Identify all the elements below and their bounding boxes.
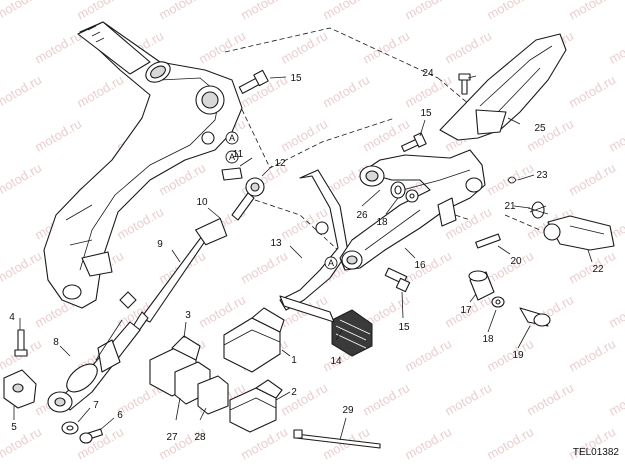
shift-lever-assembly: [3, 291, 141, 444]
watermark-text: motod.ru: [566, 0, 618, 23]
callout-8: 8: [53, 337, 59, 348]
watermark-text: motod.ru: [484, 424, 536, 463]
watermark-text: motod.ru: [566, 160, 618, 199]
callout-3: 3: [185, 310, 191, 321]
callout-27: 27: [166, 432, 178, 443]
callout-6: 6: [117, 410, 123, 421]
callout-13: 13: [270, 238, 282, 249]
callout-24: 24: [422, 68, 434, 79]
ref-marker-a-2: A: [229, 152, 235, 162]
callout-4: 4: [9, 312, 15, 323]
callout-23: 23: [536, 170, 548, 181]
footpeg-rubber: [331, 309, 373, 357]
watermark-text: motod.ru: [566, 336, 618, 375]
callout-7: 7: [93, 400, 99, 411]
shift-linkage: [131, 167, 265, 333]
callout-2: 2: [291, 387, 297, 398]
callout-18-upper: 18: [376, 217, 388, 228]
callout-19: 19: [512, 350, 524, 361]
callout-10: 10: [196, 197, 208, 208]
callout-15-upper: 15: [290, 73, 302, 84]
callout-11: 11: [233, 149, 244, 160]
watermark-text: motod.ru: [0, 72, 44, 111]
watermark-text: motod.ru: [484, 160, 536, 199]
spring-21: [507, 176, 549, 219]
watermark-text: motod.ru: [402, 0, 454, 23]
bolt-15-lower: [384, 267, 411, 293]
watermark-text: motod.ru: [196, 28, 248, 67]
watermark-text: motod.ru: [402, 336, 454, 375]
ref-marker-a-3: A: [328, 258, 334, 268]
watermark-text: motod.ru: [32, 116, 84, 155]
callout-12: 12: [274, 158, 286, 169]
watermark-text: motod.ru: [566, 72, 618, 111]
watermark-text: motod.ru: [156, 424, 208, 463]
watermark-text: motod.ru: [442, 28, 494, 67]
pin-20: [475, 233, 501, 249]
watermark-text: motod.ru: [360, 380, 412, 419]
watermark-text: motod.ru: [278, 116, 330, 155]
callout-29: 29: [342, 405, 354, 416]
bolt-15-upper: [238, 69, 269, 94]
watermark-text: motod.ru: [606, 380, 625, 419]
watermark-text: motod.ru: [484, 0, 536, 23]
assembly-lines: [224, 27, 541, 253]
bolt-15-right: [401, 132, 427, 153]
callout-20: 20: [510, 256, 522, 267]
watermark-text: motod.ru: [402, 424, 454, 463]
watermark-text: motod.ru: [524, 380, 576, 419]
callout-14: 14: [330, 356, 342, 367]
callout-22: 22: [592, 264, 604, 275]
callout-26: 26: [356, 210, 368, 221]
watermark-text: motod.ru: [606, 28, 625, 67]
rubber-boots: [149, 307, 285, 433]
gear-lever: [279, 169, 349, 323]
watermark-text: motod.ru: [0, 424, 44, 463]
callout-21: 21: [504, 201, 516, 212]
callout-17: 17: [460, 305, 472, 316]
reference-markers: A A A: [225, 131, 338, 270]
watermark-text: motod.ru: [74, 72, 126, 111]
footpeg-bracket: [339, 149, 486, 271]
callout-1: 1: [291, 355, 297, 366]
watermark-text: motod.ru: [360, 28, 412, 67]
watermark-text: motod.ru: [278, 380, 330, 419]
callout-15-lower: 15: [398, 322, 410, 333]
watermark-text: motod.ru: [238, 0, 290, 23]
watermark-text: motod.ru: [238, 248, 290, 287]
callout-9: 9: [157, 239, 163, 250]
callout-numbers: 1 2 3 4 5 6 7 8 9 10 11 12 13 14 15 15 1…: [9, 68, 604, 443]
lower-hardware: [468, 270, 551, 327]
watermark-text: motod.ru: [156, 0, 208, 23]
callout-28: 28: [194, 432, 206, 443]
callout-15-right: 15: [420, 108, 432, 119]
leader-lines: [13, 75, 593, 441]
watermark-text: motod.ru: [0, 248, 44, 287]
watermark-text: motod.ru: [74, 0, 126, 23]
watermark-text: motod.ru: [114, 204, 166, 243]
heel-guard: [439, 33, 567, 141]
watermark-text: motod.ru: [0, 0, 44, 23]
watermark-text: motod.ru: [32, 28, 84, 67]
callout-18-lower: 18: [482, 334, 494, 345]
watermark-text: motod.ru: [320, 72, 372, 111]
watermark-text: motod.ru: [606, 292, 625, 331]
watermark-text: motod.ru: [442, 380, 494, 419]
cable-tie: [293, 429, 381, 449]
footpeg: [543, 215, 615, 251]
callout-5: 5: [11, 422, 17, 433]
watermark-text: motod.ru: [0, 160, 44, 199]
ref-marker-a-1: A: [229, 133, 235, 143]
callout-16: 16: [414, 260, 426, 271]
drawing-code: TEL01382: [573, 447, 620, 458]
watermark-text: motod.ru: [606, 116, 625, 155]
watermark-text: motod.ru: [402, 248, 454, 287]
watermark-text: motod.ru: [524, 116, 576, 155]
callout-25: 25: [534, 123, 546, 134]
rear-frame-bracket: [43, 21, 243, 309]
watermark-text: motod.ru: [320, 0, 372, 23]
bolt-24: [458, 73, 471, 95]
